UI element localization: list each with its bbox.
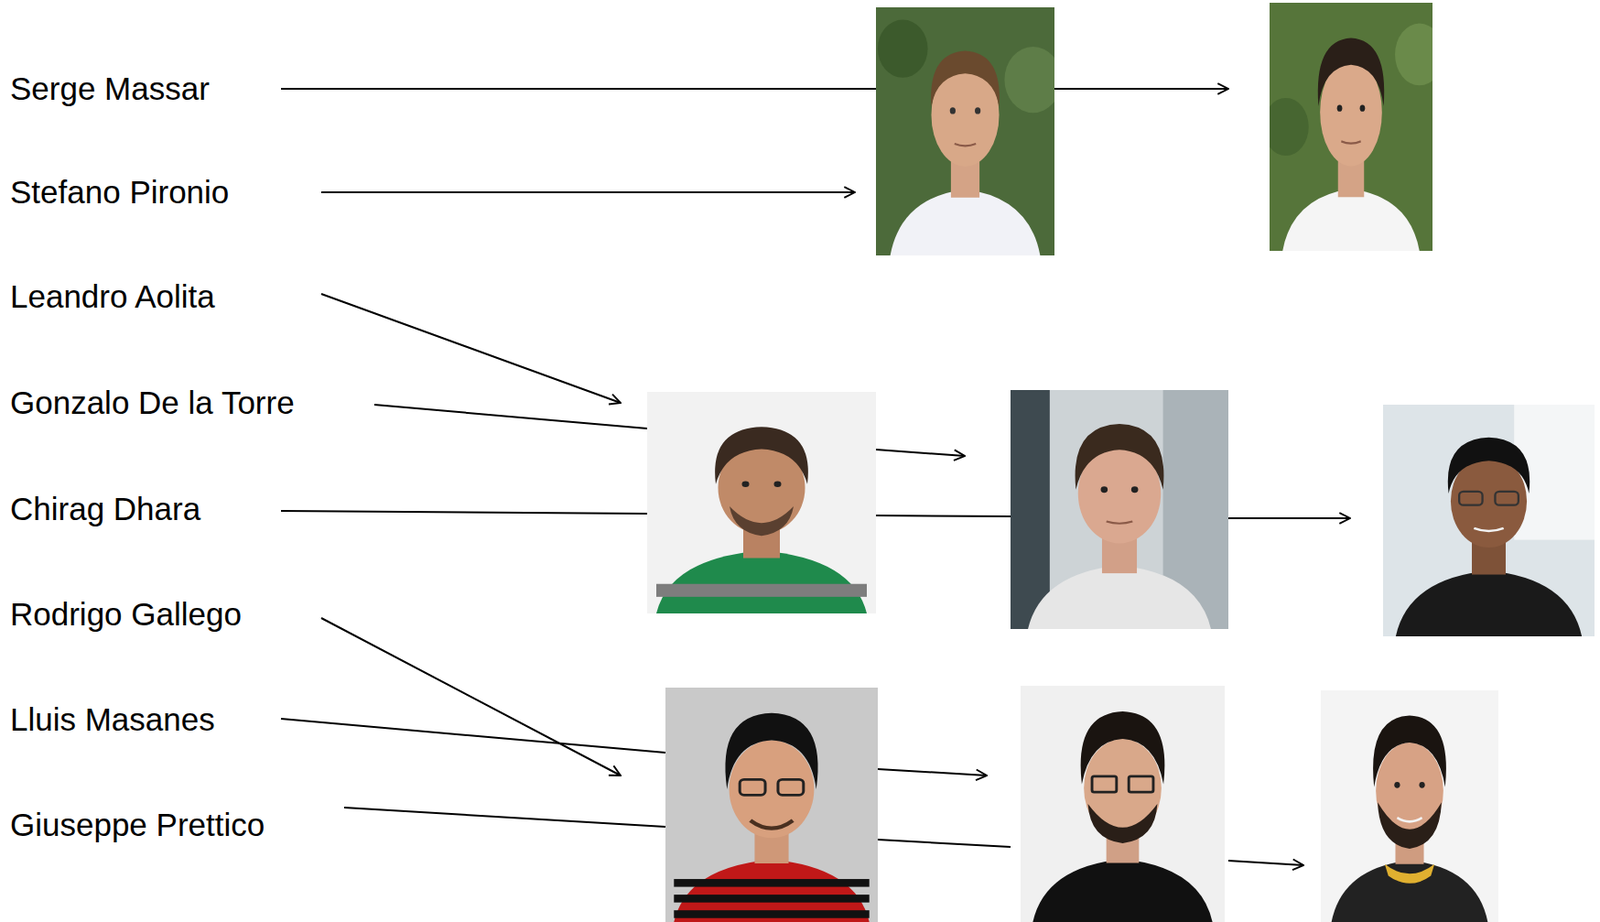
pointer-line xyxy=(374,404,648,429)
person-name: Leandro Aolita xyxy=(10,277,216,316)
portrait-photo xyxy=(665,687,878,922)
person-name: Giuseppe Prettico xyxy=(10,805,265,844)
pointer-arrow xyxy=(877,768,987,776)
pointer-line xyxy=(281,87,876,90)
person-name: Chirag Dhara xyxy=(10,489,201,529)
person-name: Lluis Masanes xyxy=(10,700,216,739)
pointer-line xyxy=(875,515,1011,517)
portrait-photo xyxy=(875,7,1062,256)
pointer-arrow xyxy=(321,293,621,403)
portrait-photo xyxy=(1010,389,1229,629)
pointer-arrow xyxy=(1228,860,1304,865)
person-name: Gonzalo De la Torre xyxy=(10,383,295,422)
person-name: Rodrigo Gallego xyxy=(10,594,242,634)
portrait-photo xyxy=(1383,404,1595,637)
pointer-line xyxy=(877,839,1011,847)
portrait-photo xyxy=(647,391,876,614)
pointer-arrow xyxy=(1054,87,1229,90)
pointer-arrow xyxy=(1228,517,1351,519)
person-name: Stefano Pironio xyxy=(10,172,229,212)
pointer-arrow xyxy=(875,449,965,456)
pointer-arrow xyxy=(321,617,621,776)
pointer-line xyxy=(344,807,666,827)
portrait-photo xyxy=(1320,690,1499,922)
pointer-arrow xyxy=(321,191,855,194)
portrait-photo xyxy=(1263,2,1445,251)
portrait-photo xyxy=(1020,685,1225,922)
pointer-line xyxy=(281,510,648,514)
pointer-line xyxy=(281,718,666,753)
person-name: Serge Massar xyxy=(10,69,210,109)
